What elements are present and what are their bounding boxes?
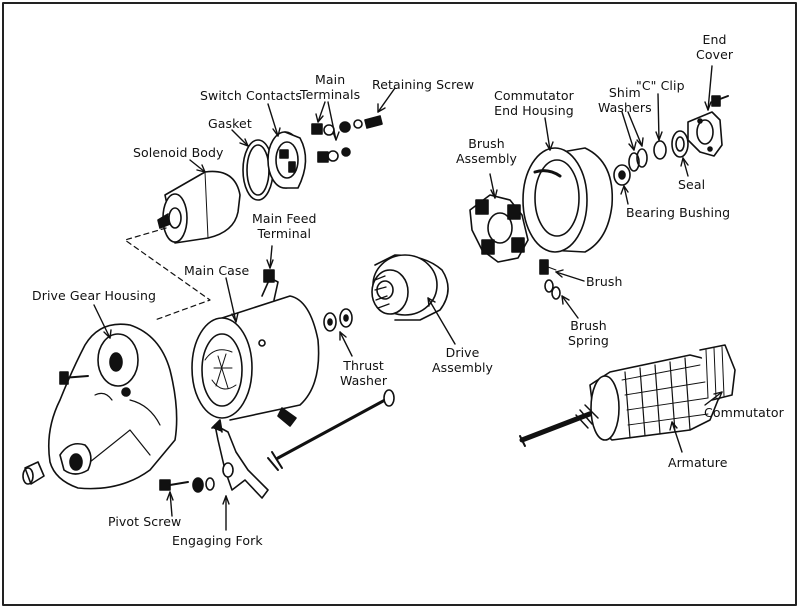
switch-contacts-part (267, 131, 307, 189)
label-solenoid-body: Solenoid Body (133, 145, 224, 160)
label-commutator-end-housing-line1: Commutator (494, 88, 574, 103)
label-brush: Brush (586, 274, 623, 289)
label-main-terminals-line2: Terminals (300, 87, 361, 102)
label-thrust-washer: Thrust Washer (340, 358, 387, 388)
label-bearing-bushing: Bearing Bushing (626, 205, 730, 220)
brush-part (539, 259, 557, 275)
label-thrust-washer-line2: Washer (340, 373, 388, 388)
label-commutator: Commutator (704, 405, 784, 420)
label-pivot-screw-text: Pivot Screw (108, 514, 182, 529)
label-gasket: Gasket (208, 116, 252, 131)
leader-lines (93, 65, 723, 531)
label-engaging-fork-text: Engaging Fork (172, 533, 263, 548)
label-brush-text: Brush (586, 274, 623, 289)
label-main-terminals: Main Terminals (300, 72, 360, 102)
solenoid-body-part (157, 170, 241, 244)
through-bolt-part (267, 389, 395, 471)
label-c-clip: "C" Clip (636, 78, 685, 93)
label-shim-washers: Shim Washers (598, 85, 652, 115)
label-main-case-text: Main Case (184, 263, 250, 278)
label-drive-assembly-line2: Assembly (432, 360, 494, 375)
label-gasket-text: Gasket (208, 116, 252, 131)
label-end-cover-line1: End (702, 32, 727, 47)
label-retaining-screw: Retaining Screw (372, 77, 474, 92)
label-brush-spring: Brush Spring (568, 318, 609, 348)
label-end-cover-line2: Cover (696, 47, 734, 62)
shim-washers-part (628, 148, 648, 172)
bushing-part (22, 461, 45, 485)
label-brush-assembly: Brush Assembly (456, 136, 517, 166)
label-end-cover: End Cover (696, 32, 733, 62)
thrust-washer-part (323, 308, 353, 332)
retaining-screw-part (364, 115, 383, 129)
case-screw-part (277, 407, 297, 427)
housing-bolt-part (59, 371, 89, 385)
label-engaging-fork: Engaging Fork (172, 533, 263, 548)
label-main-feed-terminal-line1: Main Feed (252, 211, 317, 226)
label-brush-spring-line1: Brush (570, 318, 607, 333)
label-commutator-end-housing-line2: End Housing (494, 103, 574, 118)
label-main-feed-terminal: Main Feed Terminal (252, 211, 317, 241)
label-brush-assembly-line2: Assembly (456, 151, 518, 166)
label-thrust-washer-line1: Thrust (343, 358, 384, 373)
label-drive-assembly: Drive Assembly (432, 345, 493, 375)
label-seal-text: Seal (678, 177, 706, 192)
bearing-bushing-part (613, 164, 631, 186)
engaging-fork-part (211, 419, 269, 499)
commutator-end-housing-part (522, 147, 614, 253)
label-bearing-bushing-text: Bearing Bushing (626, 205, 731, 220)
label-brush-assembly-line1: Brush (468, 136, 505, 151)
end-cover-part (687, 95, 729, 157)
brush-assembly-part (469, 194, 529, 263)
label-main-terminals-line1: Main (315, 72, 346, 87)
drive-assembly-part (371, 254, 449, 321)
label-c-clip-text: "C" Clip (636, 78, 685, 93)
label-retaining-screw-text: Retaining Screw (372, 77, 475, 92)
seal-part (671, 130, 689, 158)
label-drive-gear-housing-text: Drive Gear Housing (32, 288, 157, 303)
label-switch-contacts: Switch Contacts (200, 88, 302, 103)
label-armature: Armature (668, 455, 728, 470)
label-drive-gear-housing: Drive Gear Housing (32, 288, 156, 303)
alignment-dashed-line (124, 227, 211, 321)
drive-gear-housing-part (47, 323, 178, 490)
brush-spring-part (544, 279, 561, 300)
label-main-case: Main Case (184, 263, 249, 278)
label-armature-text: Armature (668, 455, 728, 470)
label-drive-assembly-line1: Drive (445, 345, 480, 360)
label-seal: Seal (678, 177, 705, 192)
main-case-part (191, 269, 320, 421)
label-pivot-screw: Pivot Screw (108, 514, 181, 529)
label-commutator-text: Commutator (704, 405, 784, 420)
main-terminals-part (311, 119, 363, 163)
label-solenoid-body-text: Solenoid Body (133, 145, 224, 160)
pivot-screw-part (159, 477, 215, 493)
armature-part (519, 344, 736, 447)
label-commutator-end-housing: Commutator End Housing (494, 88, 574, 118)
label-brush-spring-line2: Spring (568, 333, 609, 348)
label-shim-washers-line1: Shim (608, 85, 641, 100)
label-main-feed-terminal-line2: Terminal (257, 226, 312, 241)
label-switch-contacts-text: Switch Contacts (200, 88, 302, 103)
label-shim-washers-line2: Washers (598, 100, 652, 115)
c-clip-part (653, 140, 667, 160)
